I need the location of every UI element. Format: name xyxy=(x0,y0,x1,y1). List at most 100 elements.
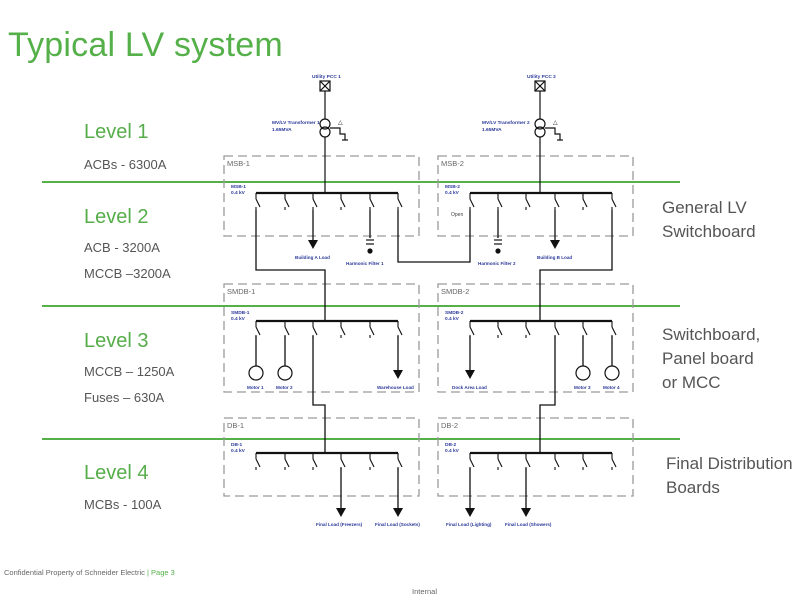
building-a-load-label: Building A Load xyxy=(295,255,330,260)
building-b-load-arrow xyxy=(550,240,560,249)
breaker-switch xyxy=(369,326,375,336)
building-b-load-label: Building B Load xyxy=(537,255,572,260)
smdb-1-to-db-1-feeder xyxy=(312,336,326,453)
level-3-rating-fuses: Fuses – 630A xyxy=(84,390,165,405)
msb-1-voltage: 0.4 kV xyxy=(231,190,246,196)
msb-2-box xyxy=(437,155,634,237)
smdb-1-name: SMDB-1 xyxy=(231,310,250,316)
motor-4-label: Motor 4 xyxy=(603,385,620,390)
db-2-name: DB-2 xyxy=(445,442,457,448)
right-label-line: General LV xyxy=(662,198,747,217)
transformer-2-earth-lead xyxy=(545,127,561,140)
building-a-load-arrow xyxy=(308,240,318,249)
breaker-switch xyxy=(397,198,403,208)
motor-3-label: Motor 3 xyxy=(574,385,591,390)
footer: Confidential Property of Schneider Elect… xyxy=(4,568,175,577)
db-1-box xyxy=(223,417,420,497)
right-label-line: Switchboard, xyxy=(662,325,761,344)
breaker-switch xyxy=(284,198,290,208)
harmonic-filter-1-label: Harmonic Filter 1 xyxy=(346,261,384,266)
level-4-rating: MCBs - 100A xyxy=(84,497,162,512)
breaker-switch xyxy=(497,198,503,208)
classification-label: Internal xyxy=(412,587,438,596)
dock-area-load-arrow xyxy=(465,370,475,379)
smdb-2-to-db-2-feeder xyxy=(539,336,556,453)
right-label-line: Final Distribution xyxy=(666,454,793,473)
motor-2-label: Motor 2 xyxy=(276,385,293,390)
db-1-voltage: 0.4 kV xyxy=(231,448,246,454)
dock-area-load-label: Dock Area Load xyxy=(452,385,487,390)
motor-4-icon xyxy=(604,365,620,381)
breaker-switch xyxy=(312,198,318,208)
breaker-switch xyxy=(497,326,503,336)
right-label-line: Panel board xyxy=(662,349,754,368)
msb-2-name: MSB-2 xyxy=(445,184,460,190)
motor-1-icon xyxy=(248,365,264,381)
db-2-box-label: DB-2 xyxy=(441,421,458,430)
msb-1-box-label: MSB-1 xyxy=(227,159,250,168)
breaker-switch xyxy=(554,326,560,336)
smdb-2-voltage: 0.4 kV xyxy=(445,316,460,322)
level-2-heading: Level 2 xyxy=(84,206,149,228)
final-freezers-label: Final Load (Freezers) xyxy=(316,522,363,527)
breaker-switch xyxy=(469,458,475,468)
transformer-1-name: MV/LV Transformer 1 xyxy=(272,120,320,126)
breaker-switch xyxy=(582,326,588,336)
utility-pcc-2-cross xyxy=(534,80,546,92)
right-label-line: Switchboard xyxy=(662,222,756,241)
breaker-switch xyxy=(369,198,375,208)
breaker-switch xyxy=(525,458,531,468)
breaker-switch xyxy=(469,326,475,336)
level-3-rating-mccb: MCCB – 1250A xyxy=(84,364,175,379)
smdb-2-box-label: SMDB-2 xyxy=(441,287,469,296)
smdb-1-box-label: SMDB-1 xyxy=(227,287,255,296)
breaker-switch xyxy=(525,198,531,208)
final-freezers-arrow xyxy=(336,508,346,517)
breaker-switch xyxy=(284,326,290,336)
msb-1-box xyxy=(223,155,420,237)
utility-pcc-2-label: Utility PCC 2 xyxy=(527,74,556,80)
motor-2-icon xyxy=(277,365,293,381)
msb-2-box-label: MSB-2 xyxy=(441,159,464,168)
smdb-2-name: SMDB-2 xyxy=(445,310,464,316)
utility-pcc-1-cross xyxy=(319,80,331,92)
breaker-switch xyxy=(255,326,261,336)
db-2-voltage: 0.4 kV xyxy=(445,448,460,454)
final-sockets-arrow xyxy=(393,508,403,517)
msb-2-voltage: 0.4 kV xyxy=(445,190,460,196)
breaker-switch xyxy=(397,326,403,336)
level-2-rating-mccb: MCCB –3200A xyxy=(84,266,171,281)
level-4-heading: Level 4 xyxy=(84,462,149,484)
transformer-2-primary-icon xyxy=(534,118,546,130)
breaker-switch xyxy=(582,458,588,468)
db-2-box xyxy=(437,417,634,497)
page-title: Typical LV system xyxy=(8,26,283,64)
final-lighting-arrow xyxy=(465,508,475,517)
breaker-group xyxy=(255,193,617,470)
breaker-switch xyxy=(397,458,403,468)
general-lv-switchboard-label: General LV Switchboard xyxy=(662,196,756,244)
breaker-switch xyxy=(255,198,261,208)
breaker-switch xyxy=(312,458,318,468)
breaker-switch xyxy=(611,198,617,208)
transformer-1-rating: 1.65MVA xyxy=(272,127,292,133)
delta-symbol: △ xyxy=(553,120,558,126)
db-1-box-label: DB-1 xyxy=(227,421,244,430)
delta-symbol: △ xyxy=(338,120,343,126)
footer-separator: | xyxy=(147,568,149,577)
breaker-switch xyxy=(340,198,346,208)
breaker-switch xyxy=(255,458,261,468)
breaker-switch xyxy=(284,458,290,468)
msb-1-name: MSB-1 xyxy=(231,184,246,190)
smdb-2-box xyxy=(437,283,634,393)
bus-coupler xyxy=(397,210,471,263)
motor-1-label: Motor 1 xyxy=(247,385,264,390)
breaker-switch xyxy=(525,326,531,336)
transformer-1-primary-icon xyxy=(319,118,331,130)
harmonic-filter-2-icon xyxy=(495,248,501,254)
breaker-switch xyxy=(611,326,617,336)
footer-text: Confidential Property of Schneider Elect… xyxy=(4,568,145,577)
final-lighting-label: Final Load (Lighting) xyxy=(446,522,492,527)
warehouse-load-arrow xyxy=(393,370,403,379)
